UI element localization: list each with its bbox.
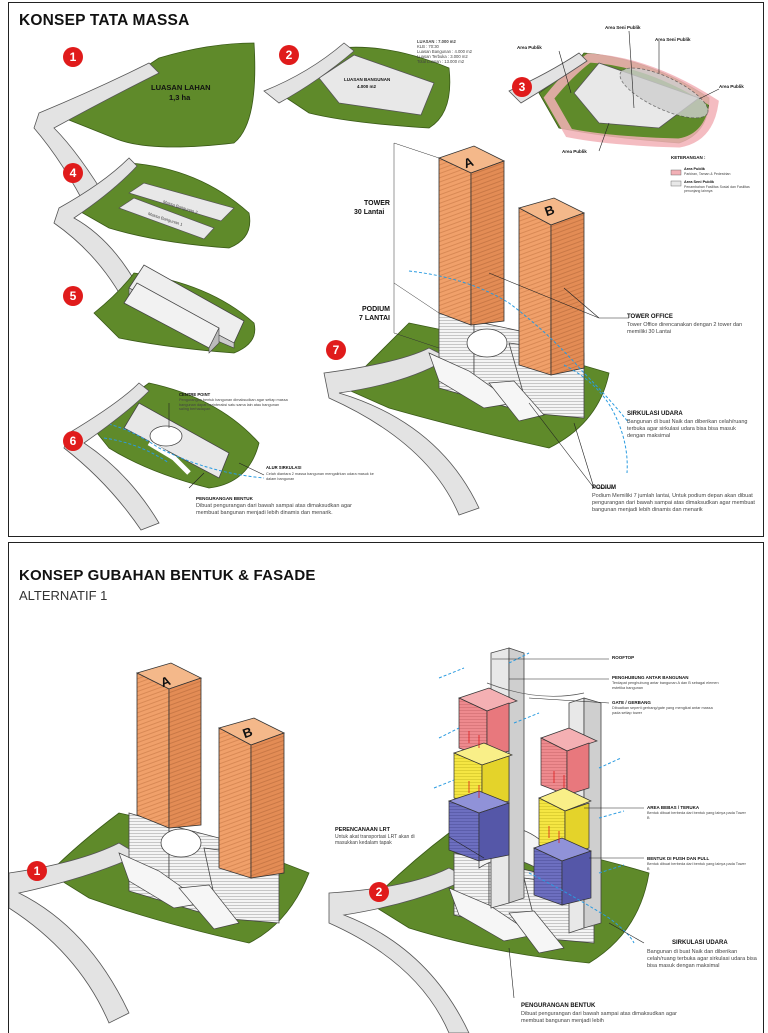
alt-step-badge-1: 1: [27, 861, 47, 881]
luasan-bangunan-area: 4.000 m2: [357, 84, 377, 89]
luasan-info-line: LUASAN : 7.000 m2: [417, 39, 456, 44]
tower-floors-label: 30 Lantai: [354, 209, 385, 216]
step-badge-5: 5: [63, 286, 83, 306]
sheet2-title: KONSEP GUBAHAN BENTUK & FASADE: [19, 567, 316, 584]
site-step6: [63, 382, 265, 531]
alternative-1-model: [9, 662, 310, 1024]
luasan-lahan-label: LUASAN LAHAN: [151, 83, 211, 92]
sheet1-title: KONSEP TATA MASSA: [19, 12, 190, 29]
alt-pengurangan-title: PENGURANGAN BENTUK: [521, 1003, 596, 1009]
sirkulasi-udara-title: SIRKULASI UDARA: [627, 411, 683, 417]
gate-title: GATE / GERBANG: [612, 700, 651, 705]
sirkulasi-udara-desc: Bangunan di buat Naik dan diberikan cela…: [627, 419, 748, 439]
penghubung-title: PENGHUBUNG ANTAR BANGUNAN: [612, 675, 689, 680]
legend-area-seni-publik: Area Seni Publik: [684, 180, 714, 184]
step-badge-7: 7: [326, 340, 346, 360]
rooftop-title: ROOFTOP: [612, 655, 635, 660]
sheet-konsep-tata-massa: KONSEP TATA MASSA: [8, 2, 764, 537]
area-bebas-desc: Bentuk dibuat berbeda dari bentuk yang l…: [647, 811, 746, 820]
luasan-info-line: Luasan Terbuka : 3.000 m2: [417, 54, 468, 59]
pengurangan-bentuk-title: PENGURANGAN BENTUK: [196, 496, 253, 501]
step-badge-6: 6: [63, 431, 83, 451]
sheet2-drawing: [9, 647, 650, 1033]
alt-pengurangan-desc: Dibuat pengurangan dari bawah sampai ata…: [521, 1011, 677, 1024]
podium-floors-label: 7 LANTAI: [359, 315, 390, 322]
luasan-info-line: KLB : 70:30: [417, 44, 439, 49]
area-publik-bottom-label: Area Publik: [562, 149, 587, 154]
area-publik-left-label: Area Publik: [517, 45, 542, 50]
area-seni-publik-1-label: Area Seni Publik: [605, 25, 641, 30]
step-badge-3: 3: [512, 77, 532, 97]
tower-office-title: TOWER OFFICE: [627, 314, 673, 320]
gate-desc: Dibuatkan seperti gerbang/gate yang meng…: [612, 706, 713, 715]
luasan-bangunan-label: LUASAN BANGUNAN: [344, 77, 391, 82]
luasan-info-line: Total Luasan : 13.000 m2: [417, 59, 465, 64]
alt-step-badge-2: 2: [369, 882, 389, 902]
keterangan-label: KETERANGAN :: [671, 155, 706, 160]
legend-area-publik: Area Publik: [684, 167, 705, 171]
bentuk-push-pull-title: BENTUK DI PUSH DAN PULL: [647, 856, 710, 861]
sheet1-drawing: [33, 30, 720, 531]
alt-sirkulasi-title: SIRKULASI UDARA: [672, 940, 728, 946]
site-step5: [93, 264, 256, 354]
bentuk-push-pull-desc: Bentuk dibuat berbeda dari bentuk yang l…: [647, 862, 746, 871]
podium-title: PODIUM: [592, 485, 616, 491]
perencanaan-lrt-title: PERENCANAAN LRT: [335, 827, 390, 833]
site-step1: [33, 42, 256, 214]
pengurangan-bentuk-desc: Dibuat pengurangan dari bawah sampai ata…: [196, 503, 352, 516]
legend-area-seni-publik-desc: Penambahan Fasilitas Sosial dan Fasilita…: [684, 185, 750, 193]
perencanaan-lrt-desc: Untuk akat transportasi LRT akan di masu…: [335, 834, 415, 846]
podium-desc: Podium Memiliki 7 jumlah lantai, Untuk p…: [592, 493, 755, 513]
site-step7: [323, 142, 630, 516]
site-step3: [508, 30, 720, 187]
tower-office-desc: Tower Office direncanakan dengan 2 tower…: [627, 322, 743, 335]
sheet-konsep-gubahan-bentuk: KONSEP GUBAHAN BENTUK & FASADE ALTERNATI…: [8, 542, 764, 1033]
step-badge-2: 2: [279, 45, 299, 65]
alternative-2-model: [328, 647, 650, 1033]
luasan-lahan-area: 1,3 ha: [169, 93, 191, 102]
area-bebas-title: AREA BEBAS / TERUKA: [647, 805, 700, 810]
site-step2: [263, 42, 451, 129]
centre-point-title: CENTRE POINT: [179, 392, 211, 397]
luasan-info: LUASAN : 7.000 m2 KLB : 70:30 Luasan Ban…: [417, 39, 472, 64]
alur-sirkulasi-title: ALUR SIRKULASI: [266, 465, 302, 470]
alur-sirkulasi-desc: Celah diantara 2 massa bangunan mengalir…: [266, 472, 374, 481]
luasan-info-line: Luasan Bangunan : 4.000 m2: [417, 49, 472, 54]
step-badge-4: 4: [63, 163, 83, 183]
alt-sirkulasi-desc: Bangunan di buat Naik dan diberikan cela…: [647, 949, 757, 969]
area-publik-right-label: Area Publik: [719, 84, 744, 89]
legend-area-publik-desc: Parkiran, Taman & Pedestrian: [684, 172, 731, 176]
sheet2-subtitle: ALTERNATIF 1: [19, 588, 108, 603]
step-badge-1: 1: [63, 47, 83, 67]
area-seni-publik-2-label: Area Seni Publik: [655, 37, 691, 42]
tower-label: TOWER: [364, 200, 390, 207]
centre-point-desc: Pengurangan bentuk bangunan dimaksudkan …: [179, 398, 288, 412]
podium-label: PODIUM: [362, 306, 390, 313]
site-step4: [53, 157, 251, 316]
penghubung-desc: Terdapat penghubung antar bangunan A dan…: [612, 681, 719, 690]
